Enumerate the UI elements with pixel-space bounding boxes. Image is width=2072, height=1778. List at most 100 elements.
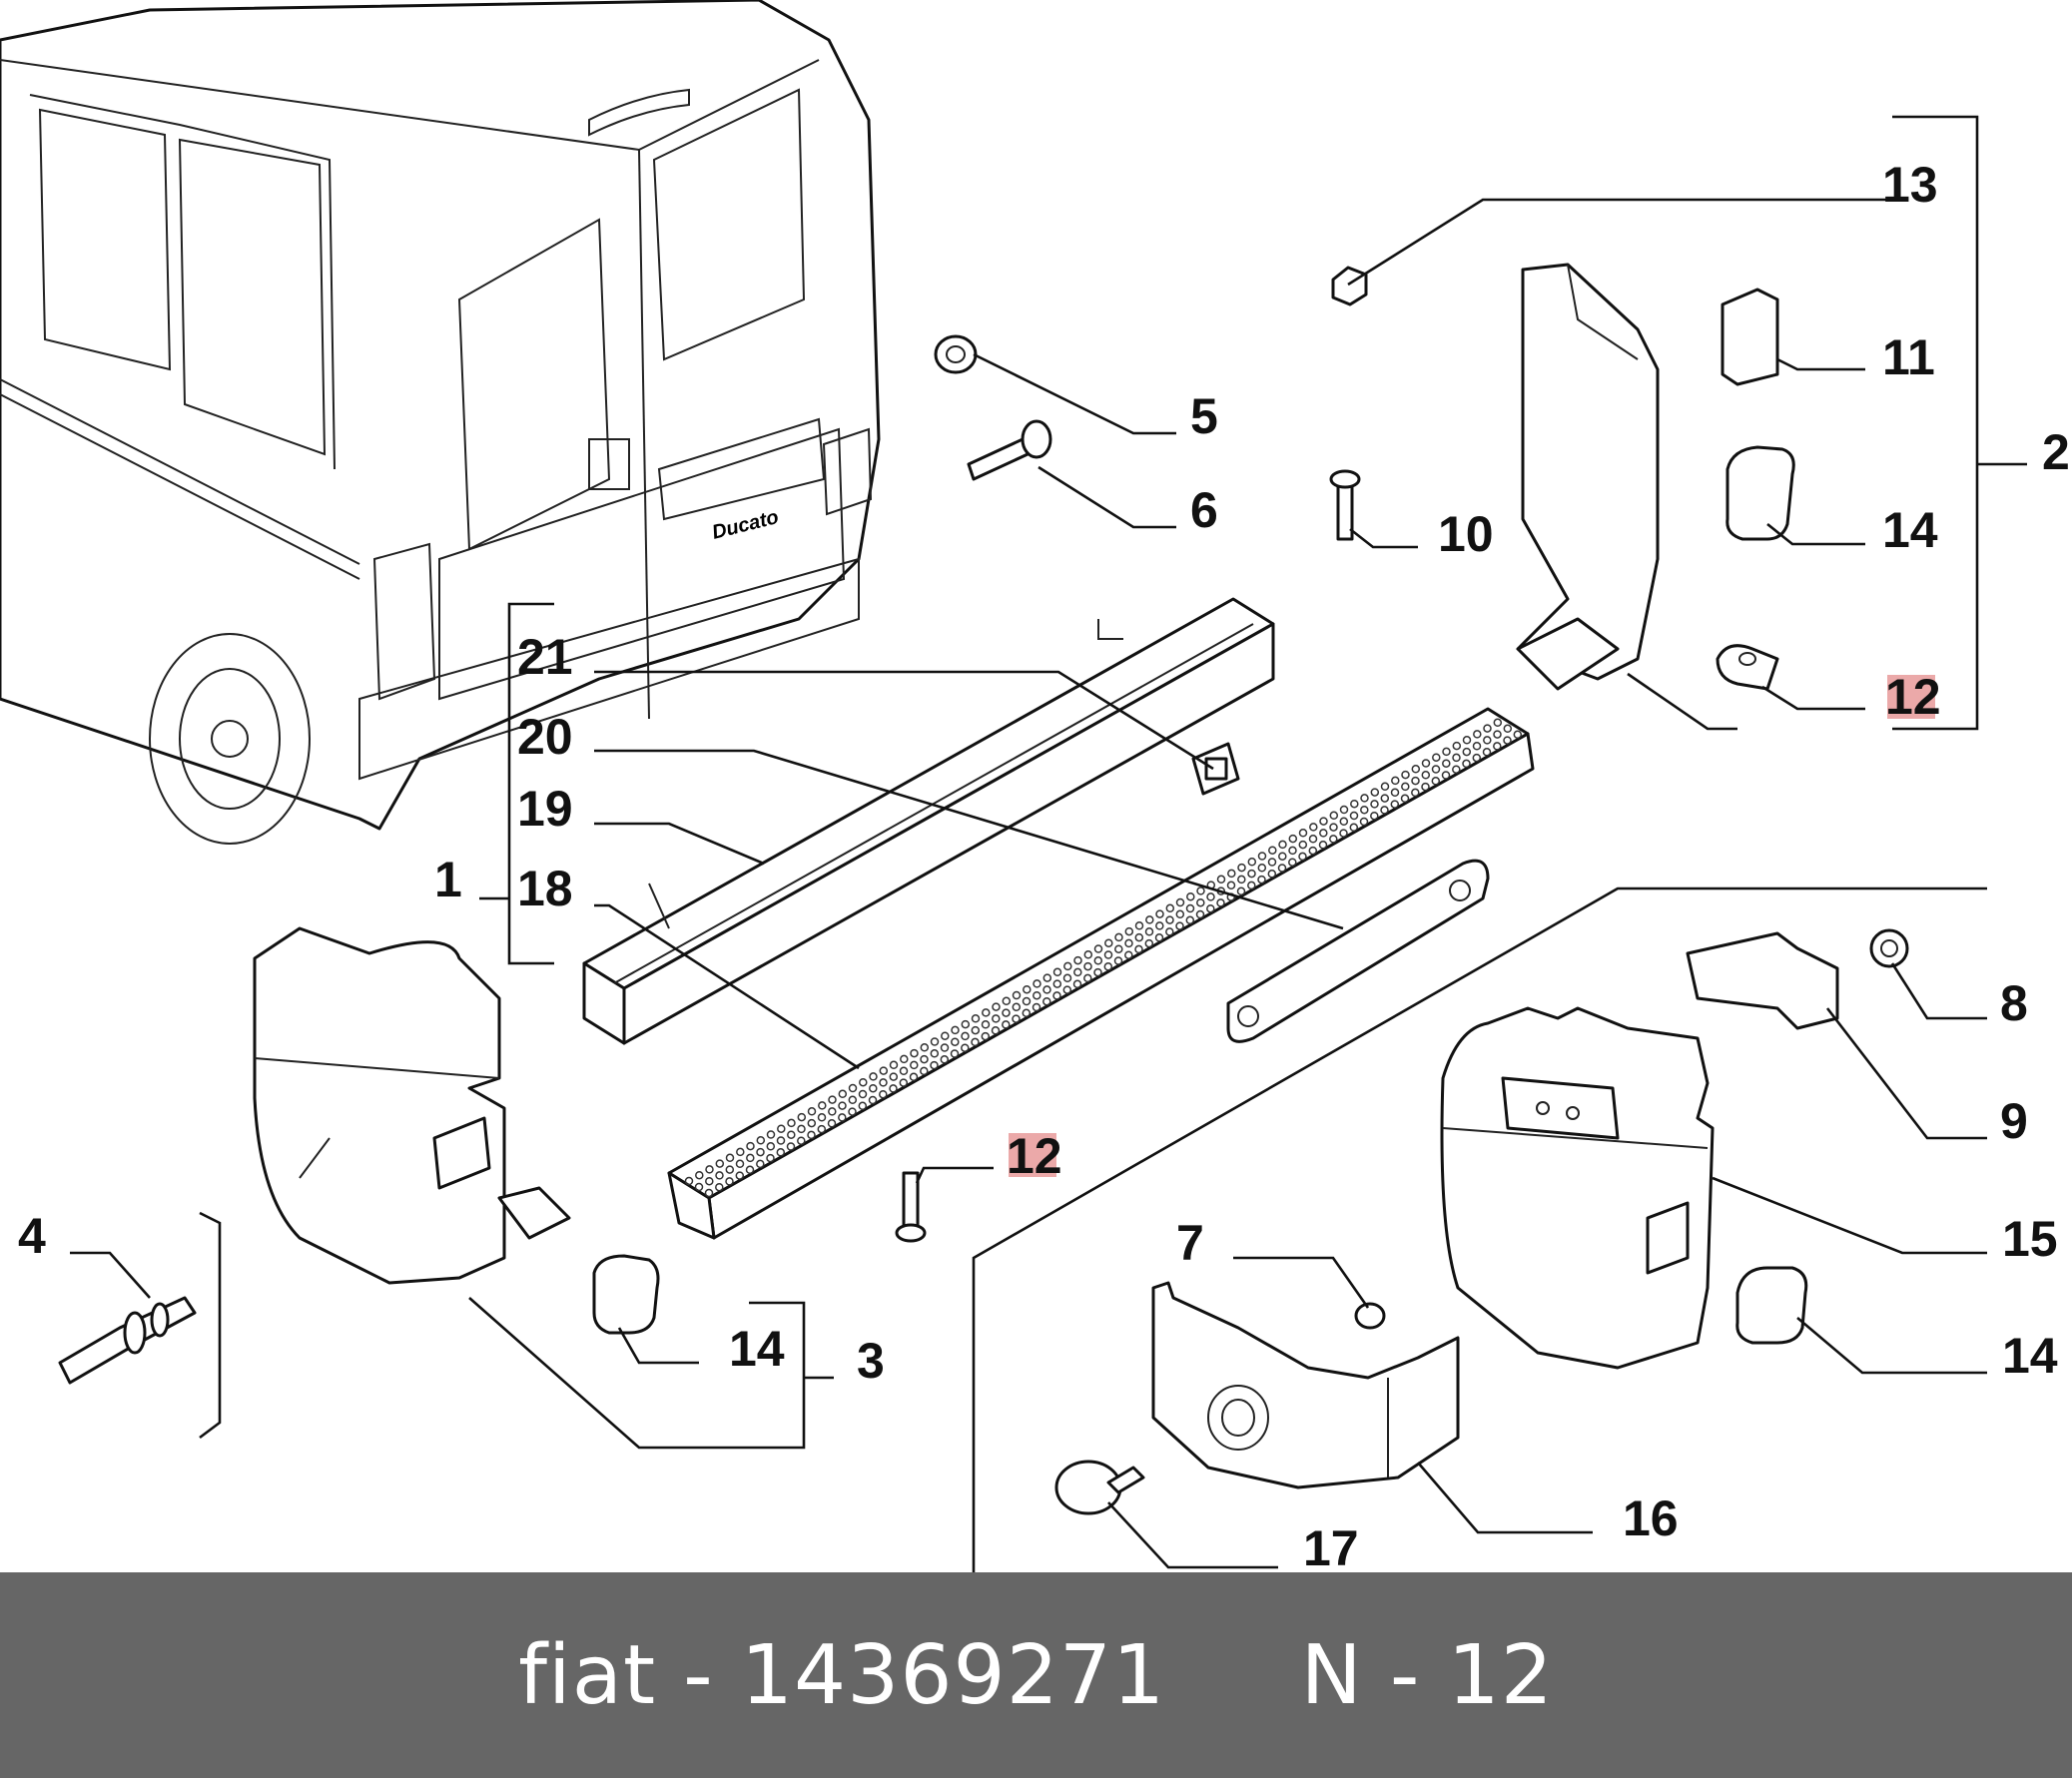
perforation-dot (1186, 891, 1195, 901)
perforation-dot (1329, 835, 1338, 844)
perforation-dot (745, 1165, 755, 1175)
perforation-dot (746, 1153, 755, 1163)
perforation-dot (1165, 915, 1174, 924)
callout-3: 3 (857, 1333, 885, 1389)
lower-right-group-lines (972, 887, 1987, 1572)
perforation-dot (756, 1147, 765, 1157)
perforation-dot (1503, 724, 1513, 734)
perforation-dot (1073, 967, 1082, 977)
perforation-dot (797, 1112, 807, 1122)
perforation-dot (940, 1055, 950, 1064)
perforation-dot (766, 1153, 775, 1163)
perforation-dot (1483, 724, 1492, 733)
perforation-dot (961, 1043, 970, 1052)
perforation-dot (1103, 950, 1113, 959)
perforation-dot (930, 1037, 940, 1046)
perforation-dot (1032, 1002, 1041, 1012)
perforation-dot (971, 1014, 981, 1023)
perforation-dot (1042, 985, 1051, 994)
part-13-nut (1331, 266, 1368, 306)
perforation-dot (828, 1095, 837, 1104)
group-1-bracket (479, 602, 554, 965)
perforation-dot (1339, 805, 1349, 815)
perforation-dot (1339, 829, 1348, 838)
perforation-dot (1298, 852, 1307, 862)
perforation-dot (1124, 950, 1133, 959)
perforation-dot (1349, 811, 1359, 821)
perforation-dot (1216, 875, 1226, 885)
perforation-dot (1073, 955, 1082, 965)
perforation-dot (869, 1072, 878, 1081)
part-2-corner-bracket (1516, 263, 1660, 691)
perforation-dot (1012, 1002, 1022, 1012)
callout-21: 21 (517, 629, 573, 685)
perforation-dot (1052, 967, 1062, 977)
perforation-dot (992, 1002, 1001, 1011)
part-21-clip (1191, 742, 1240, 796)
perforation-dot (1401, 782, 1410, 792)
perforation-dot (736, 1147, 745, 1157)
perforation-dot (1462, 747, 1472, 757)
perforation-dot (1442, 759, 1451, 768)
group-3-bracket (468, 1297, 834, 1450)
perforation-dot (1062, 985, 1072, 994)
perforation-dot (766, 1130, 776, 1139)
perforation-dot (951, 1025, 960, 1035)
perforation-dot (715, 1159, 725, 1168)
perforation-dot (766, 1142, 776, 1151)
perforation-dot (1002, 996, 1012, 1006)
part-19-beam (582, 597, 1275, 1045)
perforation-dot (1432, 753, 1441, 762)
perforation-dot (746, 1141, 755, 1151)
perforation-dot (910, 1048, 919, 1058)
perforation-dot (1196, 897, 1205, 907)
perforation-dot (930, 1060, 939, 1070)
perforation-dot (951, 1037, 960, 1046)
perforation-dot (694, 1182, 704, 1192)
perforation-dot (1083, 973, 1092, 983)
part-5-nut (934, 334, 978, 374)
perforation-dot (1503, 736, 1512, 745)
callout-19: 19 (517, 781, 573, 837)
perforation-dot (1421, 782, 1430, 792)
perforation-dot (879, 1078, 888, 1087)
perforation-dot (1400, 794, 1410, 804)
perforation-dot (1144, 938, 1154, 948)
perforation-dot (879, 1066, 889, 1075)
perforation-dot (1175, 921, 1184, 930)
callout-4: 4 (18, 1208, 46, 1264)
perforation-dot (1247, 858, 1257, 867)
perforation-dot (1421, 759, 1431, 768)
group-2-bracket (1892, 115, 2027, 731)
perforation-dot (1401, 770, 1410, 780)
perforation-dot (950, 1049, 960, 1058)
part-14-reflector-a (1726, 445, 1795, 541)
perforation-dot (1042, 996, 1051, 1006)
perforation-dot (1267, 870, 1277, 879)
perforation-dot (818, 1101, 827, 1110)
part-17-screw (1054, 1460, 1145, 1515)
perforation-dot (1370, 811, 1379, 821)
callout-10: 10 (1438, 506, 1494, 562)
perforation-dot (1124, 926, 1134, 936)
perforation-dot (1329, 811, 1339, 821)
perforation-dot (1155, 921, 1164, 930)
perforation-dot (1196, 887, 1205, 895)
perforation-dot (1023, 984, 1032, 994)
perforation-dot (1227, 869, 1236, 879)
part-11-cap (1721, 288, 1779, 386)
perforation-dot (735, 1159, 745, 1169)
perforation-dot (910, 1060, 919, 1070)
perforation-dot (879, 1089, 888, 1099)
perforation-dot (961, 1019, 971, 1029)
perforation-dot (1124, 938, 1133, 948)
part-10-bolt (1329, 469, 1361, 541)
perforation-dot (992, 1014, 1001, 1023)
perforation-dot (1380, 782, 1390, 792)
perforation-dot (1237, 875, 1246, 885)
perforation-dot (807, 1118, 817, 1128)
callout-14a: 14 (1882, 502, 1938, 558)
callout-20: 20 (517, 709, 573, 765)
perforation-dot (1360, 805, 1369, 815)
perforation-dot (961, 1031, 970, 1041)
